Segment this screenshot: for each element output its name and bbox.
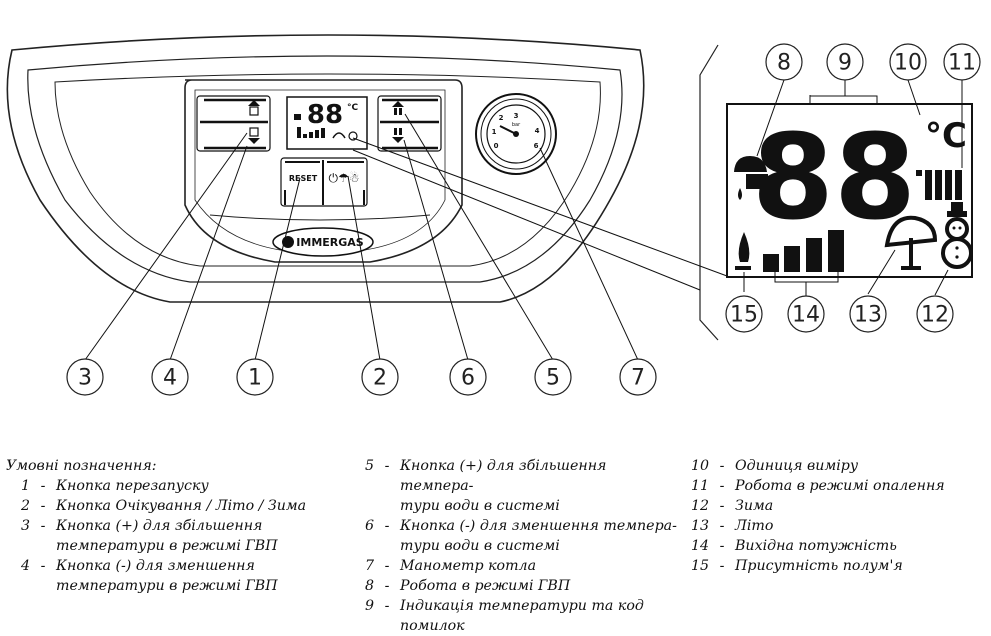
svg-text:4: 4 (535, 127, 540, 135)
callout-1: 1 (236, 358, 274, 396)
svg-text:2: 2 (499, 114, 504, 122)
dhw-buttons (196, 95, 271, 152)
legend-item-2: 2-Кнопка Очікування / Літо / Зима (20, 498, 307, 514)
legend-item-9-cont: помилок (400, 618, 465, 634)
legend-item-7: 7-Манометр котла (364, 558, 537, 574)
manometer-unit: bar (512, 122, 521, 128)
brand-name: IMMERGAS (296, 236, 364, 249)
svg-text:1: 1 (492, 128, 497, 136)
callout-11: 11 (943, 43, 981, 81)
heating-plus-button[interactable] (392, 101, 404, 115)
small-lcd-unit: °C (347, 103, 359, 113)
leader-lines (84, 79, 963, 361)
legend-item-6: 6-Кнопка (-) для зменшення темпера- (364, 518, 677, 534)
svg-text:13: 13 (854, 303, 882, 328)
svg-text:1: 1 (248, 366, 262, 391)
snowman-icon (941, 202, 973, 269)
small-lcd-digits: 88 (307, 100, 343, 130)
brand-logo: IMMERGAS (272, 227, 374, 257)
svg-text:6: 6 (534, 142, 539, 150)
heating-minus-button[interactable] (392, 128, 404, 143)
legend-item-10: 10-Одиниця виміру (690, 458, 859, 474)
svg-text:3: 3 (514, 112, 519, 120)
legend-item-5: 5-Кнопка (+) для збільшення темпера- (364, 458, 607, 494)
callout-4: 4 (151, 358, 189, 396)
svg-text:9: 9 (838, 51, 852, 76)
legend-item-9: 9-Індикація температури та код (364, 598, 644, 614)
svg-text:14: 14 (792, 303, 820, 328)
legend-item-4: 4-Кнопка (-) для зменшення (20, 558, 255, 574)
callout-6: 6 (449, 358, 487, 396)
legend-title: Умовні позначення: (6, 458, 157, 474)
reset-button[interactable]: RESET (289, 174, 318, 183)
dhw-plus-button[interactable] (248, 100, 260, 116)
legend-item-1: 1-Кнопка перезапуску (20, 478, 209, 494)
callout-12: 12 (916, 295, 954, 333)
legend-item-4-cont: температури в режимі ГВП (56, 578, 278, 594)
legend-item-11: 11-Робота в режимі опалення (690, 478, 945, 494)
panel-housing (6, 34, 645, 303)
legend-item-12: 12-Зима (690, 498, 774, 514)
lcd-main-digits: 88 (752, 108, 916, 246)
mode-button[interactable]: ⏻☂☃ (328, 170, 359, 185)
svg-text:10: 10 (894, 51, 922, 76)
svg-text:8: 8 (777, 51, 791, 76)
svg-text:6: 6 (461, 366, 475, 391)
manometer: 3 2 1 4 6 0 bar (475, 93, 557, 175)
svg-text:3: 3 (78, 366, 92, 391)
callout-3: 3 (66, 358, 104, 396)
callout-7: 7 (619, 358, 657, 396)
callout-14: 14 (787, 295, 825, 333)
callout-10: 10 (889, 43, 927, 81)
dhw-minus-button[interactable] (248, 127, 260, 144)
legend-item-14: 14-Вихідна потужність (690, 538, 897, 554)
lcd-unit: °C (925, 116, 967, 156)
legend-item-13: 13-Літо (690, 518, 774, 534)
legend-item-3-cont: температури в режимі ГВП (56, 538, 278, 554)
svg-text:12: 12 (921, 303, 949, 328)
callout-13: 13 (849, 295, 887, 333)
dhw-tap-icon (734, 156, 768, 200)
legend-item-8: 8-Робота в режимі ГВП (364, 578, 571, 594)
legend-column-2: 5-Кнопка (+) для збільшення темпера- тур… (350, 456, 680, 636)
svg-text:5: 5 (546, 366, 560, 391)
lcd-detail: 88 °C (726, 103, 973, 278)
callout-5: 5 (534, 358, 572, 396)
radiator-icon (916, 170, 962, 200)
legend-item-5-cont: тури води в системі (400, 498, 560, 514)
small-lcd: 88 °C (286, 96, 368, 150)
heating-buttons (377, 95, 442, 152)
svg-text:11: 11 (948, 51, 976, 76)
flame-icon (735, 232, 751, 270)
callout-9: 9 (826, 43, 864, 81)
callout-8: 8 (765, 43, 803, 81)
legend-item-15: 15-Присутність полум'я (690, 558, 903, 574)
legend-item-6-cont: тури води в системі (400, 538, 560, 554)
lcd-detail-bracket (699, 44, 719, 341)
legend-column-1: Умовні позначення: 1-Кнопка перезапуску … (6, 456, 346, 596)
svg-text:15: 15 (730, 303, 758, 328)
svg-text:2: 2 (373, 366, 387, 391)
svg-text:7: 7 (631, 366, 645, 391)
callout-15: 15 (725, 295, 763, 333)
center-buttons (280, 157, 368, 207)
boiler-control-panel-diagram: 88 °C RESET ⏻☂☃ IMMERGAS 3 2 1 4 6 0 bar (6, 34, 981, 396)
legend-column-3: 10-Одиниця виміру 11-Робота в режимі опа… (685, 456, 985, 576)
umbrella-icon (884, 215, 938, 270)
power-bars (763, 230, 844, 272)
legend-item-3: 3-Кнопка (+) для збільшення (20, 518, 263, 534)
callout-2: 2 (361, 358, 399, 396)
svg-text:4: 4 (163, 366, 177, 391)
svg-text:0: 0 (494, 142, 499, 150)
